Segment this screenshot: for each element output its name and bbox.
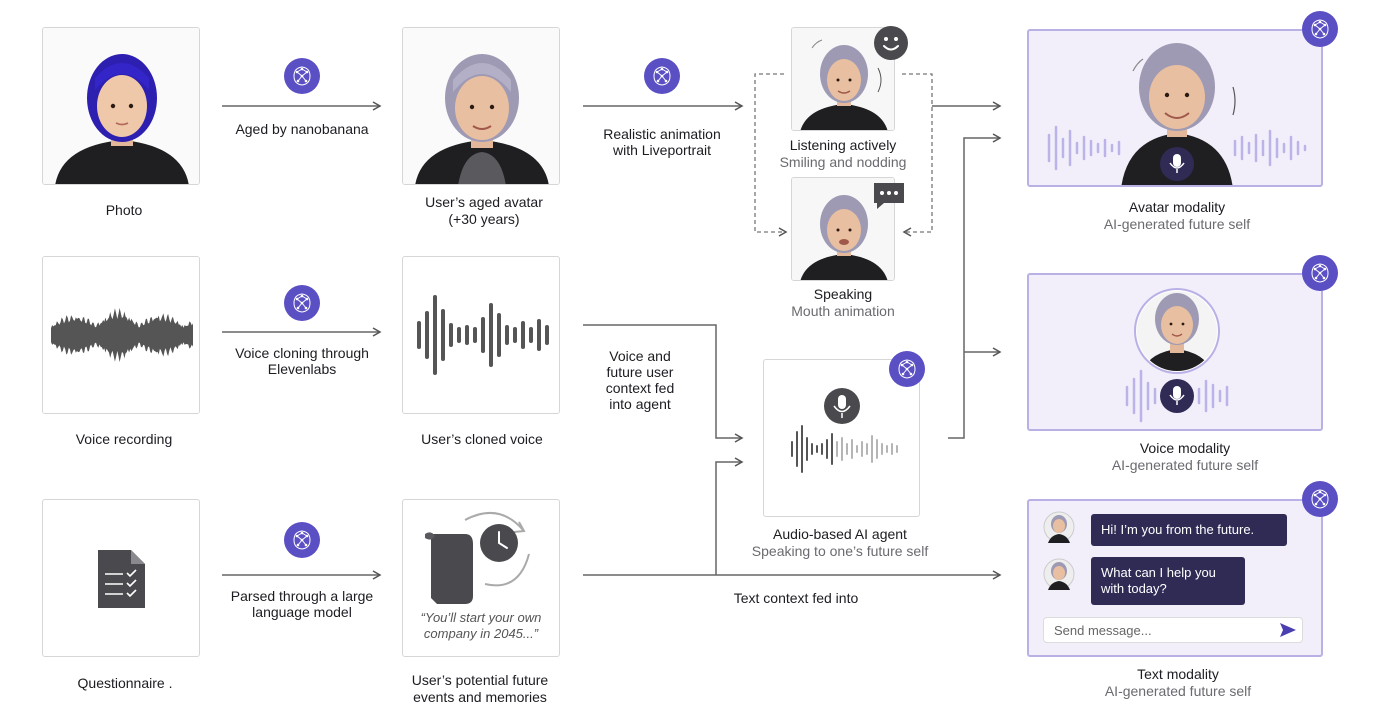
voice-modality-card bbox=[1027, 273, 1323, 431]
cloned-waveform-icon bbox=[417, 295, 549, 375]
brain-network-icon bbox=[1302, 11, 1338, 47]
text-modality-sub: AI-generated future self bbox=[1104, 683, 1252, 699]
future-quote: “You’ll start your own company in 2045..… bbox=[421, 610, 542, 642]
listening-avatar-icon bbox=[792, 28, 894, 130]
photo-card bbox=[42, 27, 200, 185]
voice-context-line1: Voice and bbox=[609, 348, 671, 364]
future-events-label: User’s potential future events and memor… bbox=[412, 672, 548, 706]
voice-clone-step-line2: Elevenlabs bbox=[267, 361, 337, 377]
parsed-step-line1: Parsed through a large bbox=[230, 588, 374, 604]
voice-recording-label: Voice recording bbox=[75, 431, 173, 447]
message-placeholder: Send message... bbox=[1054, 623, 1152, 638]
listening-avatar-card bbox=[791, 27, 895, 131]
chat-bubble-greeting: Hi! I’m you from the future. bbox=[1091, 514, 1287, 546]
aged-avatar-label-line1: User’s aged avatar bbox=[425, 194, 543, 210]
audio-agent-sub: Speaking to one’s future self bbox=[751, 543, 929, 559]
text-context-step-label: Text context fed into bbox=[733, 590, 859, 606]
audio-agent-label: Audio-based AI agent Speaking to one’s f… bbox=[752, 526, 928, 560]
listening-title: Listening actively bbox=[789, 137, 897, 153]
aged-avatar-label: User’s aged avatar (+30 years) bbox=[425, 194, 543, 228]
audio-agent-title: Audio-based AI agent bbox=[773, 526, 907, 542]
raw-waveform-icon bbox=[43, 257, 199, 413]
cloned-voice-label: User’s cloned voice bbox=[421, 431, 543, 447]
microphone-icon bbox=[824, 388, 860, 424]
voice-clone-step-line1: Voice cloning through bbox=[235, 345, 369, 361]
brain-network-icon bbox=[284, 522, 320, 558]
voice-context-line3: context fed bbox=[605, 380, 675, 396]
listening-label: Listening actively Smiling and nodding bbox=[780, 137, 907, 171]
brain-network-icon bbox=[1302, 255, 1338, 291]
future-quote-line2: company in 2045...” bbox=[423, 626, 539, 641]
audio-agent-card bbox=[763, 359, 920, 517]
brain-network-icon bbox=[1302, 481, 1338, 517]
cloned-voice-card bbox=[402, 256, 560, 414]
avatar-modality-sub: AI-generated future self bbox=[1103, 216, 1251, 232]
text-modality-title: Text modality bbox=[1137, 666, 1219, 682]
questionnaire-label: Questionnaire . bbox=[77, 675, 173, 691]
agent-visual bbox=[791, 388, 898, 473]
send-arrow-icon[interactable] bbox=[1279, 621, 1297, 639]
speaking-sub: Mouth animation bbox=[791, 303, 895, 319]
chat-dots-icon bbox=[872, 181, 906, 211]
text-modality-card: Hi! I’m you from the future. What can I … bbox=[1027, 499, 1323, 657]
checklist-document-icon bbox=[98, 550, 145, 608]
parsed-step-label: Parsed through a large language model bbox=[231, 588, 373, 620]
animation-step-line1: Realistic animation bbox=[603, 126, 721, 142]
text-modality-label: Text modality AI-generated future self bbox=[1105, 666, 1251, 700]
photo-label: Photo bbox=[105, 202, 143, 218]
voice-modality-title: Voice modality bbox=[1139, 440, 1231, 456]
voice-modality-visual bbox=[1125, 288, 1229, 423]
aged-step-label: Aged by nanobanana bbox=[235, 121, 369, 137]
chat-help-line1: What can I help you bbox=[1101, 565, 1216, 580]
questionnaire-card bbox=[42, 499, 200, 657]
brain-network-icon bbox=[284, 285, 320, 321]
chat-help-line2: with today? bbox=[1101, 581, 1167, 596]
future-quote-line1: “You’ll start your own bbox=[420, 610, 542, 625]
brain-network-icon bbox=[284, 58, 320, 94]
chat-bubble-help: What can I help you with today? bbox=[1091, 557, 1245, 605]
voice-context-line2: future user bbox=[606, 364, 674, 380]
speaking-avatar-icon bbox=[792, 178, 894, 280]
future-events-line1: User’s potential future bbox=[411, 672, 549, 688]
future-events-line2: events and memories bbox=[413, 689, 547, 705]
future-events-card bbox=[402, 499, 560, 657]
voice-clone-step-label: Voice cloning through Elevenlabs bbox=[235, 345, 369, 377]
brain-network-icon bbox=[644, 58, 680, 94]
avatar bbox=[1043, 558, 1075, 590]
message-input[interactable]: Send message... bbox=[1043, 617, 1303, 643]
avatar-modality-visual bbox=[1047, 43, 1307, 185]
listening-sub: Smiling and nodding bbox=[779, 154, 907, 170]
parsed-step-line2: language model bbox=[252, 604, 352, 620]
speaking-label: Speaking Mouth animation bbox=[791, 286, 895, 320]
speaking-avatar-card bbox=[791, 177, 895, 281]
aged-avatar-icon bbox=[403, 28, 559, 184]
brain-network-icon bbox=[889, 351, 925, 387]
animation-step-label: Realistic animation with Liveportrait bbox=[603, 126, 721, 158]
voice-context-step-label: Voice and future user context fed into a… bbox=[606, 348, 675, 412]
speaking-title: Speaking bbox=[813, 286, 873, 302]
voice-recording-card bbox=[42, 256, 200, 414]
young-person-photo-icon bbox=[43, 28, 199, 184]
avatar-modality-title: Avatar modality bbox=[1128, 199, 1226, 215]
voice-modality-sub: AI-generated future self bbox=[1111, 457, 1259, 473]
voice-context-line4: into agent bbox=[609, 396, 671, 412]
avatar-modality-card bbox=[1027, 29, 1323, 187]
smile-icon bbox=[873, 25, 909, 61]
aged-avatar-card bbox=[402, 27, 560, 185]
voice-modality-label: Voice modality AI-generated future self bbox=[1112, 440, 1258, 474]
aged-avatar-label-line2: (+30 years) bbox=[448, 211, 520, 227]
clock-cycle-icon bbox=[425, 512, 530, 604]
avatar bbox=[1043, 511, 1075, 543]
avatar-modality-label: Avatar modality AI-generated future self bbox=[1104, 199, 1250, 233]
animation-step-line2: with Liveportrait bbox=[612, 142, 712, 158]
